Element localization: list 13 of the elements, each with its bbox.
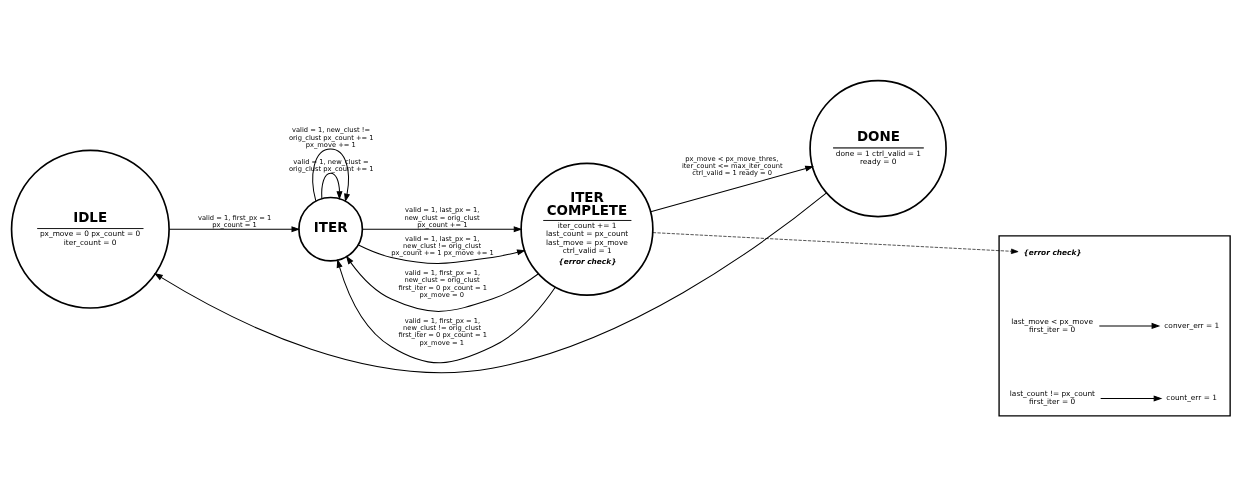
arrow: [168, 226, 301, 233]
arrow: [336, 259, 556, 364]
arrow: [362, 226, 523, 233]
arrow: [1098, 322, 1161, 329]
arrow: [358, 244, 526, 265]
arrow: [1100, 395, 1163, 402]
arrow: [650, 165, 814, 213]
node-circle: ITER: [298, 196, 364, 262]
arrow: [312, 148, 351, 203]
arrow: [345, 255, 539, 312]
arrow: [652, 232, 1019, 254]
arrow: [154, 192, 827, 374]
arrow: [321, 172, 343, 200]
